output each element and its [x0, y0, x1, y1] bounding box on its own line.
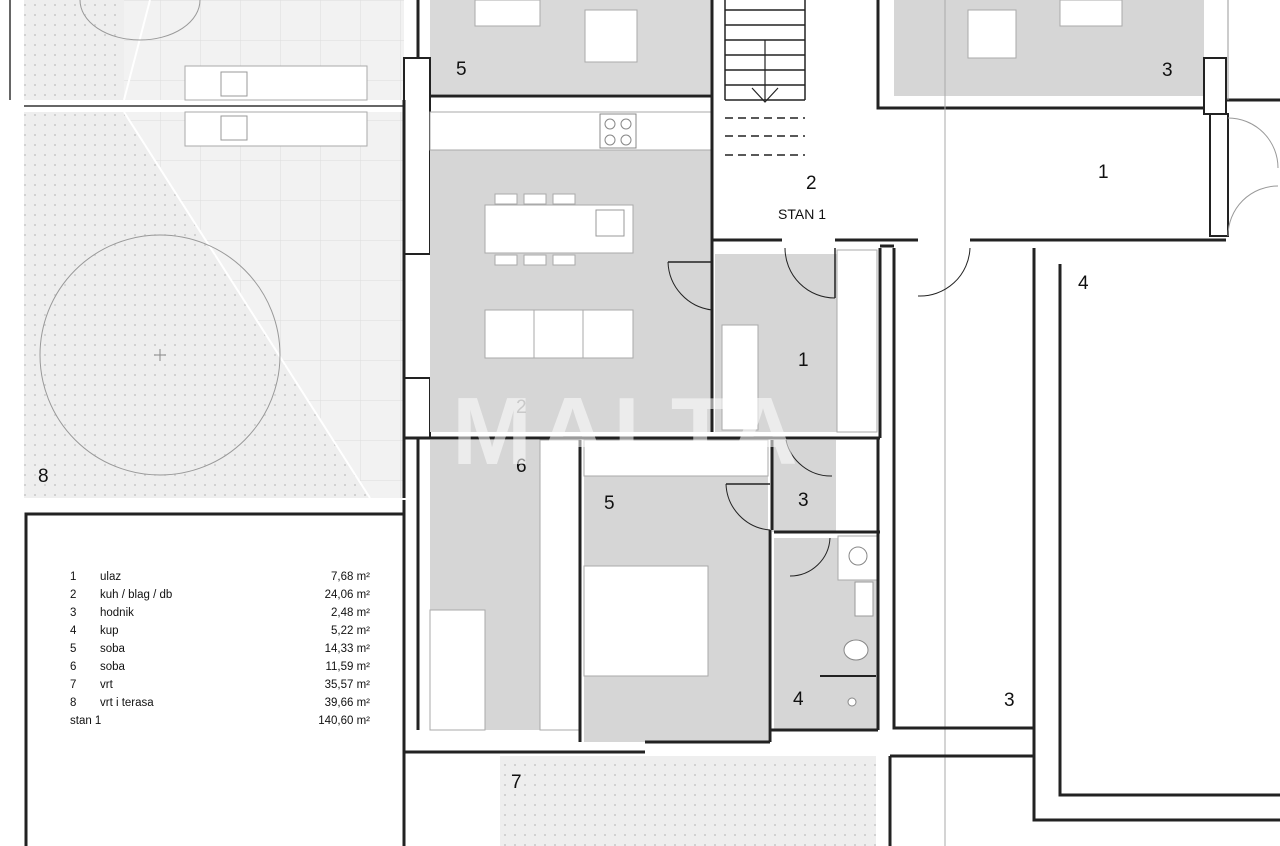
bathroom — [768, 438, 880, 742]
legend-total-name: stan 1 — [70, 715, 102, 727]
legend-num: 5 — [70, 643, 77, 655]
legend-name: hodnik — [100, 607, 134, 619]
room-label-stair-2: 2 — [806, 173, 817, 194]
room-label-bath-4: 4 — [793, 689, 804, 710]
legend-area: 24,06 m² — [324, 589, 370, 601]
legend-name: soba — [100, 643, 125, 655]
legend-area: 14,33 m² — [324, 643, 370, 655]
area-legend: 1 ulaz 7,68 m² 2 kuh / blag / db 24,06 m… — [70, 568, 370, 730]
legend-row: 2 kuh / blag / db 24,06 m² — [70, 586, 370, 604]
legend-row: 7 vrt 35,57 m² — [70, 676, 370, 694]
legend-num: 6 — [70, 661, 77, 673]
entry-room — [667, 247, 971, 433]
room-label-hall-3: 3 — [798, 490, 809, 511]
legend-area: 35,57 m² — [324, 679, 370, 691]
corridor-walls — [710, 238, 1280, 822]
legend-row: 6 soba 11,59 m² — [70, 658, 370, 676]
legend-row: 3 hodnik 2,48 m² — [70, 604, 370, 622]
watermark: MALTA — [452, 378, 804, 485]
window-frames-left — [402, 57, 431, 498]
legend-num: 1 — [70, 571, 77, 583]
top-left-bedroom — [416, 0, 714, 100]
legend-name: ulaz — [100, 571, 122, 583]
room-label-garden-8: 8 — [38, 466, 49, 487]
room-label-corridor-1: 1 — [1098, 162, 1109, 183]
legend-num: 4 — [70, 625, 77, 637]
staircase — [724, 0, 806, 156]
room-label-room-5: 5 — [604, 493, 615, 514]
kitchen-living-room — [404, 100, 880, 440]
apartment-label: STAN 1 — [778, 206, 826, 222]
legend-name: soba — [100, 661, 125, 673]
legend-num: 8 — [70, 697, 77, 709]
legend-area: 7,68 m² — [331, 571, 370, 583]
legend-area: 2,48 m² — [331, 607, 370, 619]
legend-area: 5,22 m² — [331, 625, 370, 637]
garden-terrace-area — [9, 0, 404, 499]
room-label-storage-4: 4 — [1078, 273, 1089, 294]
room-label-kitchen-2: 2 — [516, 397, 527, 418]
legend-area: 39,66 m² — [324, 697, 370, 709]
legend-row: 5 soba 14,33 m² — [70, 640, 370, 658]
bedroom-5 — [578, 439, 772, 744]
top-right-room — [876, 0, 1280, 237]
legend-area: 11,59 m² — [325, 661, 370, 673]
legend-name: vrt — [100, 679, 113, 691]
legend-num: 3 — [70, 607, 77, 619]
legend-total-row: stan 1 140,60 m² — [70, 712, 370, 730]
legend-row: 8 vrt i terasa 39,66 m² — [70, 694, 370, 712]
room-label-entry-1: 1 — [798, 350, 809, 371]
room-label-right-3: 3 — [1004, 690, 1015, 711]
legend-total-area: 140,60 m² — [318, 715, 370, 727]
room-label-room-6: 6 — [516, 456, 527, 477]
legend-name: vrt i terasa — [100, 697, 154, 709]
legend-row: 1 ulaz 7,68 m² — [70, 568, 370, 586]
room-label-top-right-3: 3 — [1162, 60, 1173, 81]
room-label-garden-7: 7 — [511, 772, 522, 793]
garden-7 — [402, 752, 1034, 846]
legend-row: 4 kup 5,22 m² — [70, 622, 370, 640]
bedroom-6 — [402, 438, 645, 754]
legend-name: kup — [100, 625, 119, 637]
legend-frame — [24, 512, 406, 846]
legend-num: 7 — [70, 679, 77, 691]
legend-name: kuh / blag / db — [100, 589, 173, 601]
room-label-top-left-5: 5 — [456, 59, 467, 80]
hallway — [770, 439, 836, 532]
legend-num: 2 — [70, 589, 77, 601]
